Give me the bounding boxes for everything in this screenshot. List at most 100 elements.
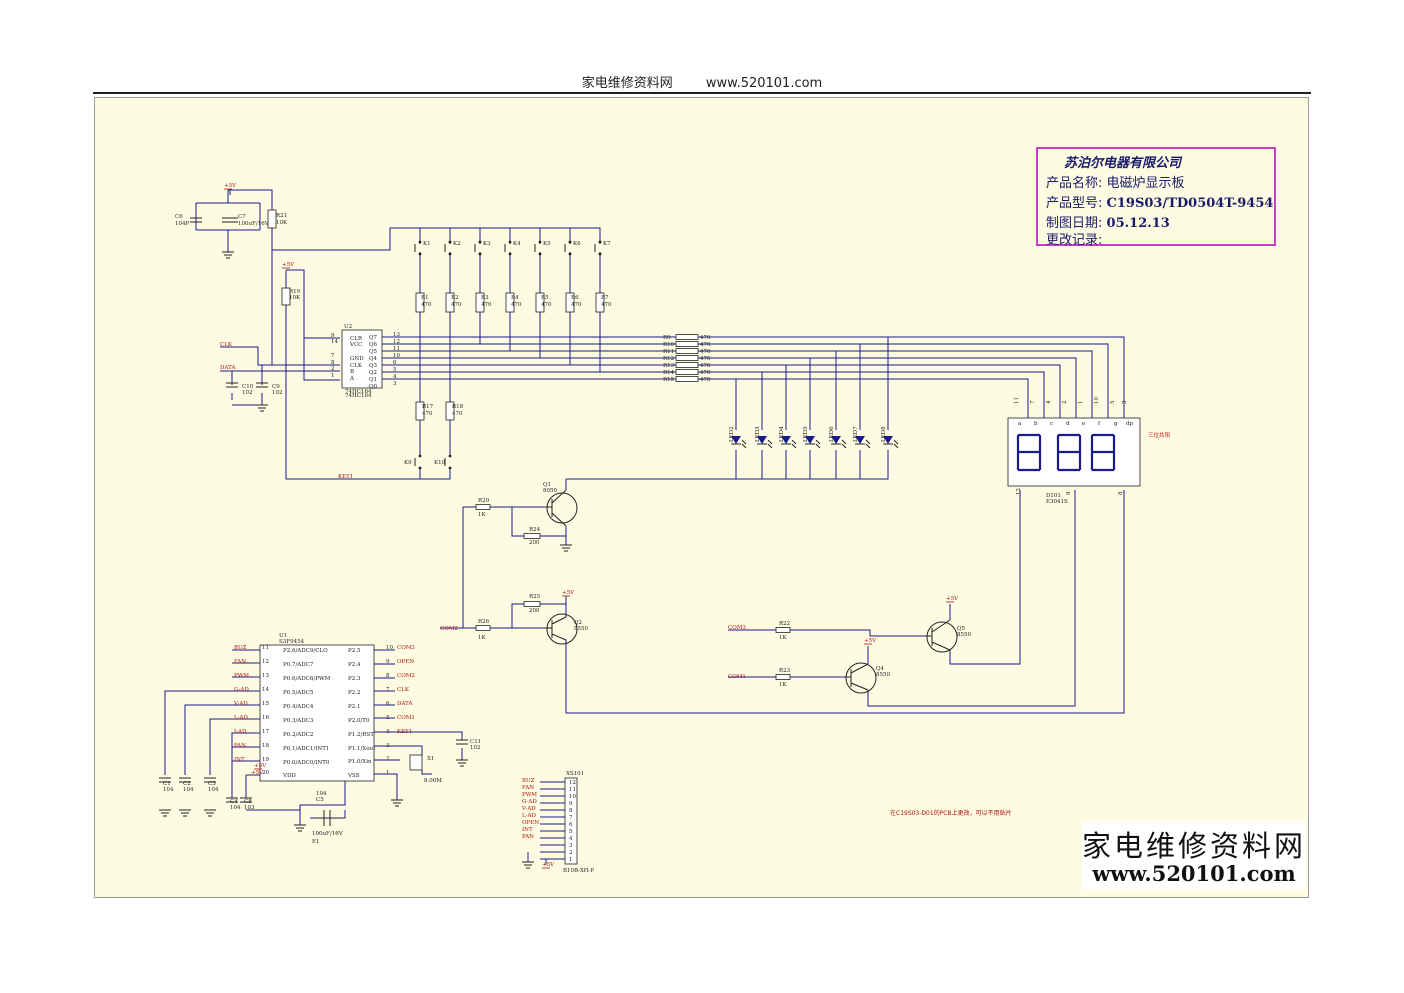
display-seg-letter: e	[1082, 421, 1085, 427]
cap-label: C3	[208, 781, 216, 787]
product-name-label: 产品名称:	[1046, 176, 1103, 191]
resistor	[475, 504, 491, 510]
led-bar	[781, 439, 797, 449]
date-label: 制图日期:	[1046, 216, 1103, 231]
led-label: LED4	[779, 426, 785, 442]
pin-number: 4	[393, 374, 397, 380]
net-label: I-AD	[234, 729, 247, 735]
resistor-label: 200	[529, 540, 540, 546]
key-contact	[418, 252, 422, 256]
pin-number: 10	[393, 353, 400, 359]
cap-label: 104	[208, 787, 219, 793]
pin-name: P2.4	[348, 662, 361, 668]
key-contact	[568, 240, 572, 244]
resistor-label: R9	[663, 335, 671, 341]
pin-name: P0.3/ADC3	[283, 718, 314, 724]
resistor	[675, 376, 699, 382]
pin-name: VSS	[347, 773, 360, 779]
model-label: 产品型号:	[1046, 196, 1103, 211]
net-label: PAN	[522, 834, 534, 840]
led-label: LED2	[729, 426, 735, 442]
net-label: BUZ	[234, 645, 247, 651]
pin-name: P2.2	[348, 690, 360, 696]
display-pin-number: 9	[1066, 491, 1072, 495]
pin-number: 12	[262, 659, 269, 665]
key-label: K7	[603, 241, 611, 247]
net-label: PWM	[522, 792, 537, 798]
pin-number: 9	[331, 333, 335, 339]
net-label: G-AD	[234, 687, 249, 693]
display-pin-number: 7	[1030, 400, 1036, 404]
pcb-note: 在C19S03-D01的PCB上更改，可以不用贴片	[890, 810, 1012, 817]
display-seg-letter: g	[1114, 421, 1118, 427]
key-label: K5	[543, 241, 551, 247]
resistor	[675, 348, 699, 354]
resistor	[445, 401, 455, 421]
pin-name: Q6	[369, 342, 378, 348]
display-part: E3041S	[1046, 499, 1068, 505]
cap-label: 100uF/16V	[238, 221, 270, 227]
cap-label: 100uF/16V	[312, 831, 344, 837]
net-label: KEY1	[338, 474, 353, 480]
key-contact	[598, 240, 602, 244]
resistor-label: 470	[481, 302, 492, 308]
pin-name: VDD	[282, 773, 296, 779]
resistor-label: R1	[421, 295, 429, 301]
resistor	[445, 292, 455, 313]
supply-label: +5V	[542, 862, 555, 868]
resistor-label: R14	[663, 370, 675, 376]
model-row: 产品型号: C19S03/TD0504T-9454	[1046, 192, 1273, 211]
pin-name: P1.1/Xout	[348, 746, 376, 752]
transistor-label: 8050	[543, 488, 557, 494]
resistor-label: R24	[529, 527, 541, 533]
resistor-label: R20	[478, 498, 490, 504]
net-label: DATA	[397, 701, 413, 707]
pin-number: 15	[262, 701, 269, 707]
display-pin-number: 10	[1094, 397, 1100, 404]
pin-number: 13	[262, 673, 269, 679]
display-pin-number: 4	[1046, 400, 1052, 404]
key-contact	[448, 252, 452, 256]
net-label: L-AD	[234, 715, 248, 721]
resistor	[775, 674, 791, 680]
product-name-row: 产品名称: 电磁炉显示板	[1046, 172, 1185, 191]
pin-name: P0.5/ADC5	[283, 690, 314, 696]
pin-name: P0.0/ADC0/INT0	[283, 760, 330, 766]
connector-pin-number: 5	[569, 829, 573, 835]
cap-label: 104	[163, 787, 174, 793]
pin-name: P2.0/T0	[348, 718, 370, 724]
cap-label: 104	[230, 805, 241, 811]
resistor-label: 470	[700, 335, 711, 341]
net-label: FAN	[522, 785, 534, 791]
pin-number: 3	[393, 381, 397, 387]
net-label: OPEN	[522, 820, 539, 826]
resistor-label: 470	[571, 302, 582, 308]
net-label: OPEN	[397, 659, 414, 665]
cap-label: E1	[312, 839, 320, 845]
resistor	[675, 334, 699, 340]
supply-label: +5V	[946, 596, 959, 602]
resistor	[595, 292, 605, 313]
revision-row: 更改记录:	[1046, 229, 1102, 248]
pin-name: P0.7/ADC7	[283, 662, 314, 668]
pin-number: 7	[386, 687, 390, 693]
resistor-label: R17	[422, 404, 434, 410]
resistor-label: 470	[700, 356, 711, 362]
display-seg-letter: dp	[1126, 421, 1134, 427]
transistor-label: 8550	[876, 672, 890, 678]
resistor	[523, 533, 541, 539]
site-url: www.520101.com	[705, 76, 823, 91]
net-label: COM2	[397, 673, 415, 679]
resistor-label: R12	[663, 356, 674, 362]
pin-number: 3	[386, 743, 390, 749]
display-seg-letter: c	[1050, 421, 1053, 427]
key-contact	[508, 252, 512, 256]
transistor-label: 8550	[574, 626, 588, 632]
connector-pin-number: 11	[569, 787, 576, 793]
pin-name: P1.0/Xin	[348, 759, 372, 765]
led-bar	[855, 439, 871, 449]
resistor	[415, 292, 425, 313]
date-row: 制图日期: 05.12.13	[1046, 212, 1170, 231]
net-label: COM3	[728, 625, 746, 631]
led-symbol	[855, 436, 865, 444]
